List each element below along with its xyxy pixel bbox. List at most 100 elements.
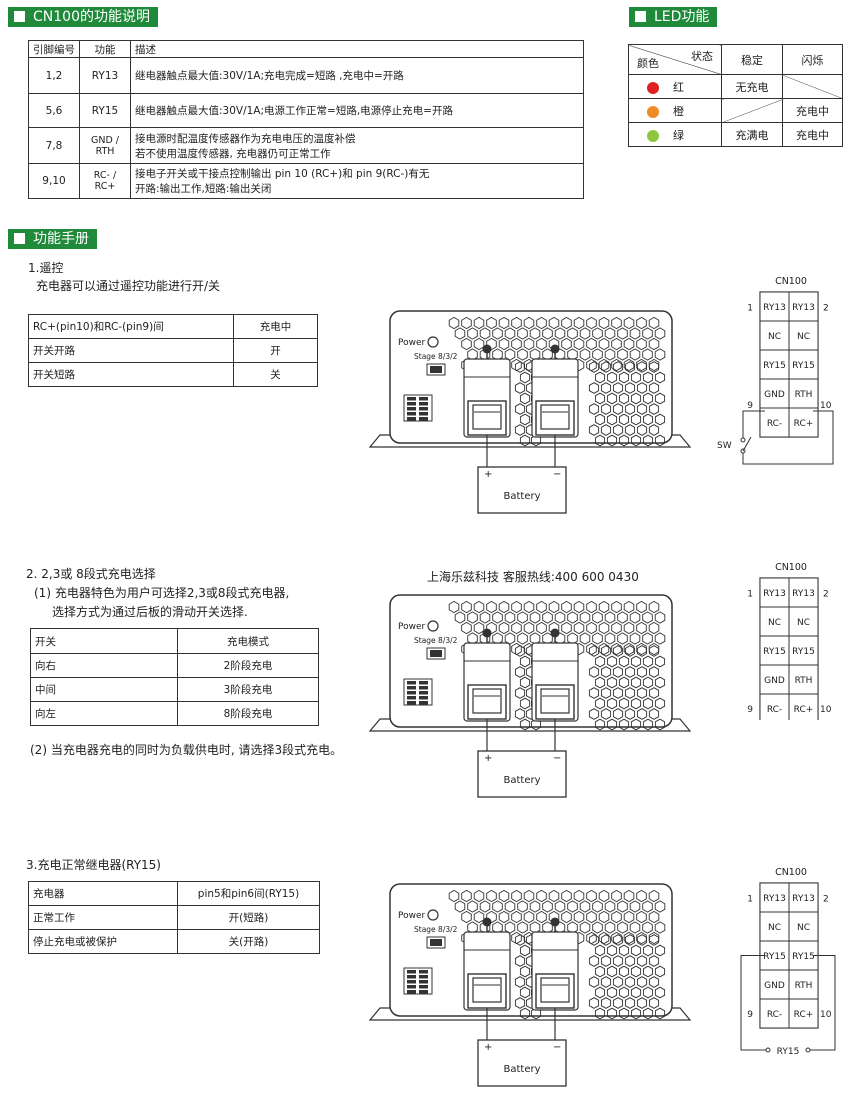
vent-hex — [519, 965, 531, 978]
socket-pin — [407, 970, 416, 974]
vent-hex — [523, 316, 535, 330]
screw-icon — [550, 917, 560, 927]
vent-hex — [642, 392, 654, 405]
vent-hex — [630, 434, 642, 447]
vent-hex — [448, 600, 460, 614]
table-cell: 停止充电或被保护 — [28, 929, 178, 954]
table-row: 7,8 GND / RTH 接电源时配温度传感器作为充电电压的温度补偿若不使用温… — [28, 127, 584, 164]
socket-pin — [419, 696, 428, 700]
vent-hex — [642, 986, 654, 999]
vent-hex — [606, 434, 618, 447]
vent-hex — [648, 642, 660, 656]
vent-hex — [448, 889, 460, 903]
func-cell: RY13 — [79, 57, 131, 94]
vent-hex — [514, 997, 526, 1009]
vent-hex — [648, 424, 660, 436]
pin-cell: 9,10 — [28, 163, 80, 199]
cn100-pin-label: RY15 — [763, 647, 786, 657]
power-label: Power — [398, 622, 426, 632]
vent-hex — [486, 337, 497, 351]
screw-icon — [550, 344, 560, 354]
vent-hex — [561, 910, 572, 924]
vent-hex — [624, 997, 636, 1009]
func-cell: RY15 — [79, 93, 131, 128]
vent-hex — [636, 382, 648, 394]
table-cell: 关 — [233, 362, 318, 387]
cn100-pin-label: RTH — [795, 981, 813, 991]
vent-hex — [612, 934, 624, 946]
vent-hex — [536, 600, 547, 614]
socket-pin — [419, 407, 428, 411]
led-function-table: 状态 颜色 稳定 闪烁 红 无充电 橙 充电中 绿 充满电 充电中 — [628, 44, 843, 147]
vent-hex — [517, 900, 528, 913]
battery-minus-label: − — [553, 1042, 561, 1053]
vent-hex — [517, 348, 528, 361]
ry15-contact — [765, 1047, 771, 1053]
vent-hex — [519, 434, 531, 447]
vent-hex — [618, 371, 630, 384]
vent-hex — [623, 910, 635, 924]
vent-hex — [561, 889, 572, 903]
cn100-pin-label: NC — [797, 618, 810, 628]
vent-hex — [636, 316, 647, 330]
vent-hex — [454, 611, 466, 624]
vent-hex — [611, 931, 622, 945]
vent-hex — [519, 718, 531, 731]
vent-hex — [579, 348, 591, 361]
vent-hex — [600, 687, 612, 699]
led-name: 橙 — [673, 104, 684, 118]
stage-desc-2: 选择方式为通过后板的滑动开关选择. — [52, 605, 248, 619]
table-cell: 开关开路 — [28, 338, 234, 363]
vent-hex — [588, 687, 600, 699]
vent-hex — [519, 392, 531, 405]
vent-hex — [586, 600, 597, 614]
vent-hex — [606, 965, 618, 978]
vent-hex — [492, 900, 503, 913]
vent-hex — [618, 413, 630, 426]
socket-pin — [407, 402, 416, 406]
cn100-pin-cell — [759, 378, 790, 409]
pin-number-2: 2 — [823, 590, 829, 600]
vent-hex — [594, 965, 606, 978]
vent-hex — [454, 900, 466, 913]
vent-hex — [648, 645, 660, 657]
table-row: 9,10 RC- / RC+ 接电子开关或干接点控制输出 pin 10 (RC+… — [28, 163, 584, 199]
vent-hex — [629, 900, 641, 913]
vent-hex — [618, 944, 630, 957]
pin-number-1: 1 — [747, 304, 753, 314]
table-row: 5,6 RY15 继电器触点最大值:30V/1A;电源工作正常=短路,电源停止充… — [28, 93, 584, 128]
vent-hex — [498, 316, 510, 330]
vent-hex — [598, 889, 610, 903]
vent-hex — [467, 327, 478, 340]
vent-hex — [648, 910, 660, 924]
vent-hex — [624, 666, 636, 678]
vent-hex — [594, 676, 606, 689]
socket-pin — [419, 402, 428, 406]
led-color-cell: 绿 — [628, 122, 722, 147]
ry15-contact — [805, 1047, 811, 1053]
switch-lever[interactable] — [742, 436, 752, 452]
led-header-diagonal: 状态 颜色 — [628, 44, 722, 75]
vent-hex — [519, 697, 531, 710]
vent-hex — [498, 889, 510, 903]
vent-hex — [514, 361, 526, 373]
header-flash: 闪烁 — [782, 44, 843, 75]
vent-hex — [654, 348, 666, 361]
vent-hex — [624, 708, 636, 720]
cn100-pin-cell — [788, 693, 819, 724]
stage-switch-knob — [430, 939, 442, 946]
vent-hex — [517, 327, 528, 340]
pin-cell: 1,2 — [28, 57, 80, 94]
vent-hex — [606, 371, 618, 384]
vent-hex — [554, 327, 566, 340]
cn100-pin-label: NC — [768, 618, 781, 628]
socket-pin — [407, 691, 416, 695]
vent-hex — [511, 600, 522, 614]
vent-hex — [606, 697, 618, 710]
cn100-pin-label: RY13 — [763, 303, 786, 313]
vent-hex — [618, 718, 630, 731]
vent-hex — [473, 600, 485, 614]
